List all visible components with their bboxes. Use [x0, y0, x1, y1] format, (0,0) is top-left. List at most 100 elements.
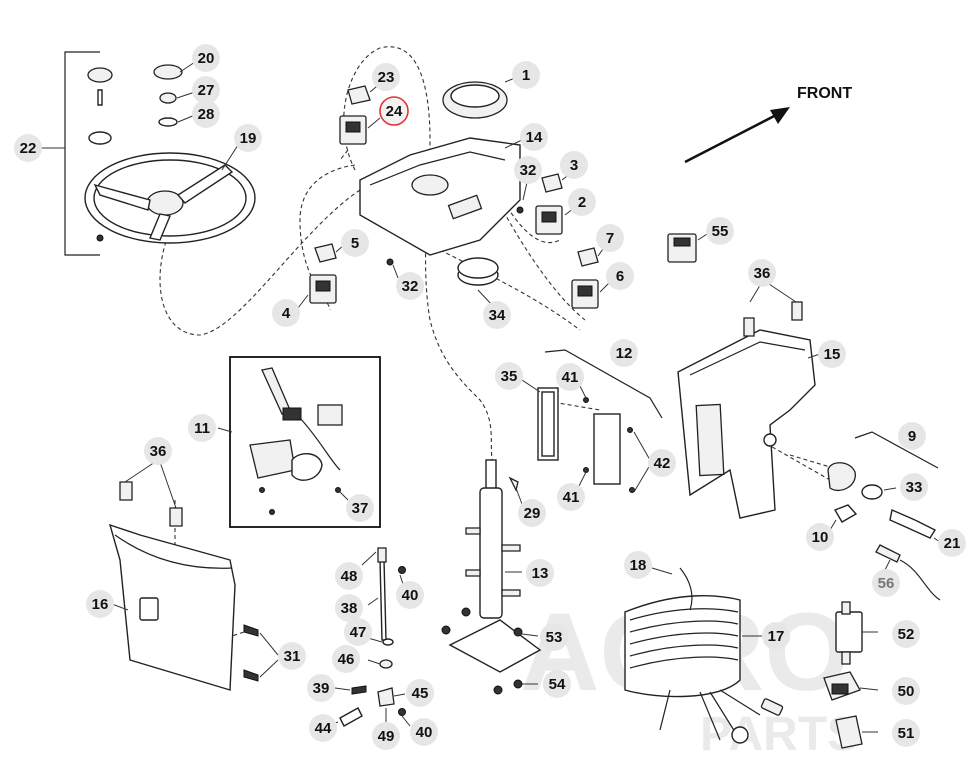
switch-cover-7 [577, 247, 599, 267]
callout-marker [512, 61, 540, 89]
callout-number: 50 [898, 683, 915, 700]
sensor-56 [875, 544, 901, 563]
callout-number: 49 [378, 728, 395, 745]
callout-number: 3 [570, 157, 578, 174]
callout-number: 42 [654, 455, 671, 472]
callout-number: 45 [412, 685, 429, 702]
callout-c32a: 32 [514, 156, 542, 184]
callout-marker [278, 642, 306, 670]
callout-c31: 31 [278, 642, 306, 670]
callout-number: 20 [198, 50, 215, 67]
callout-c42: 42 [648, 449, 676, 477]
callout-number: 24 [386, 103, 403, 120]
callout-number: 18 [630, 557, 647, 574]
pin-29 [508, 476, 519, 492]
callout-c4: 4 [272, 299, 300, 327]
callout-marker [543, 670, 571, 698]
callout-c12: 12 [610, 339, 638, 367]
callout-number: 23 [378, 69, 395, 86]
callout-c17: 17 [762, 622, 790, 650]
callout-number: 2 [578, 194, 586, 211]
clip-36c [743, 317, 755, 337]
callout-number: 46 [338, 651, 355, 668]
callout-c37: 37 [346, 494, 374, 522]
callout-number: 29 [524, 505, 541, 522]
front-arrow: FRONT [684, 85, 852, 164]
connector [317, 404, 343, 426]
callout-marker [898, 422, 926, 450]
callout-number: 7 [606, 230, 614, 247]
dash-panel [359, 137, 521, 256]
callout-marker [309, 714, 337, 742]
callout-marker [610, 339, 638, 367]
relay-51 [835, 715, 863, 749]
callout-number: 34 [489, 307, 506, 324]
callout-number: 40 [402, 587, 419, 604]
callout-number: 33 [906, 479, 923, 496]
bracket-49 [377, 687, 395, 707]
callout-marker [14, 134, 42, 162]
callout-marker [379, 96, 409, 126]
callout-number: 28 [198, 106, 215, 123]
callout-marker [396, 272, 424, 300]
callout-c18: 18 [624, 551, 652, 579]
callout-number: 38 [341, 600, 358, 617]
callout-c34: 34 [483, 301, 511, 329]
callout-number: 36 [754, 265, 771, 282]
callout-number: 15 [824, 346, 841, 363]
callout-c41a: 41 [556, 363, 584, 391]
callout-c3: 3 [560, 151, 588, 179]
rod-hardware-group [329, 547, 411, 727]
callout-marker [372, 63, 400, 91]
callout-number: 27 [198, 82, 215, 99]
callout-marker [557, 483, 585, 511]
callout-marker [192, 76, 220, 104]
callout-marker [706, 217, 734, 245]
callout-marker [520, 123, 548, 151]
callout-number: 55 [712, 223, 729, 240]
nut-27 [159, 92, 177, 104]
callout-c54: 54 [543, 670, 571, 698]
callout-c40b: 40 [410, 718, 438, 746]
callout-number: 37 [352, 500, 369, 517]
callout-c32b: 32 [396, 272, 424, 300]
switches-right [516, 169, 711, 309]
callout-number: 21 [944, 535, 961, 552]
steering-wheel-group [42, 51, 256, 256]
horn-cap [87, 67, 113, 83]
callout-c51: 51 [892, 719, 920, 747]
harness-group [624, 567, 879, 749]
callout-number: 32 [520, 162, 537, 179]
callout-marker [526, 559, 554, 587]
callout-number: 41 [562, 369, 579, 386]
shroud-16 [108, 523, 236, 691]
lower-shroud-group [108, 461, 279, 691]
callout-number: 13 [532, 565, 549, 582]
callout-marker [495, 362, 523, 390]
callout-marker [596, 224, 624, 252]
ignition-switch [827, 462, 856, 492]
dash-panel-group [339, 75, 523, 306]
switch-cover-5 [314, 243, 337, 263]
callout-c27: 27 [192, 76, 220, 104]
callout-number: 31 [284, 648, 301, 665]
rod-38 [379, 559, 387, 641]
callout-c55: 55 [706, 217, 734, 245]
callout-number: 17 [768, 628, 785, 645]
callout-marker [514, 156, 542, 184]
callout-number: 39 [313, 680, 330, 697]
callout-marker [748, 259, 776, 287]
callout-number: 35 [501, 368, 518, 385]
callout-c48: 48 [335, 562, 363, 590]
callout-number: 44 [315, 720, 332, 737]
callout-c40a: 40 [396, 581, 424, 609]
callout-number: 54 [549, 676, 566, 693]
callout-marker [938, 529, 966, 557]
callout-number: 10 [812, 529, 829, 546]
callout-number: 19 [240, 130, 257, 147]
callout-marker [624, 551, 652, 579]
callout-number: 6 [616, 268, 624, 285]
relay-52 [835, 611, 863, 653]
switch-cover-23 [347, 85, 371, 105]
